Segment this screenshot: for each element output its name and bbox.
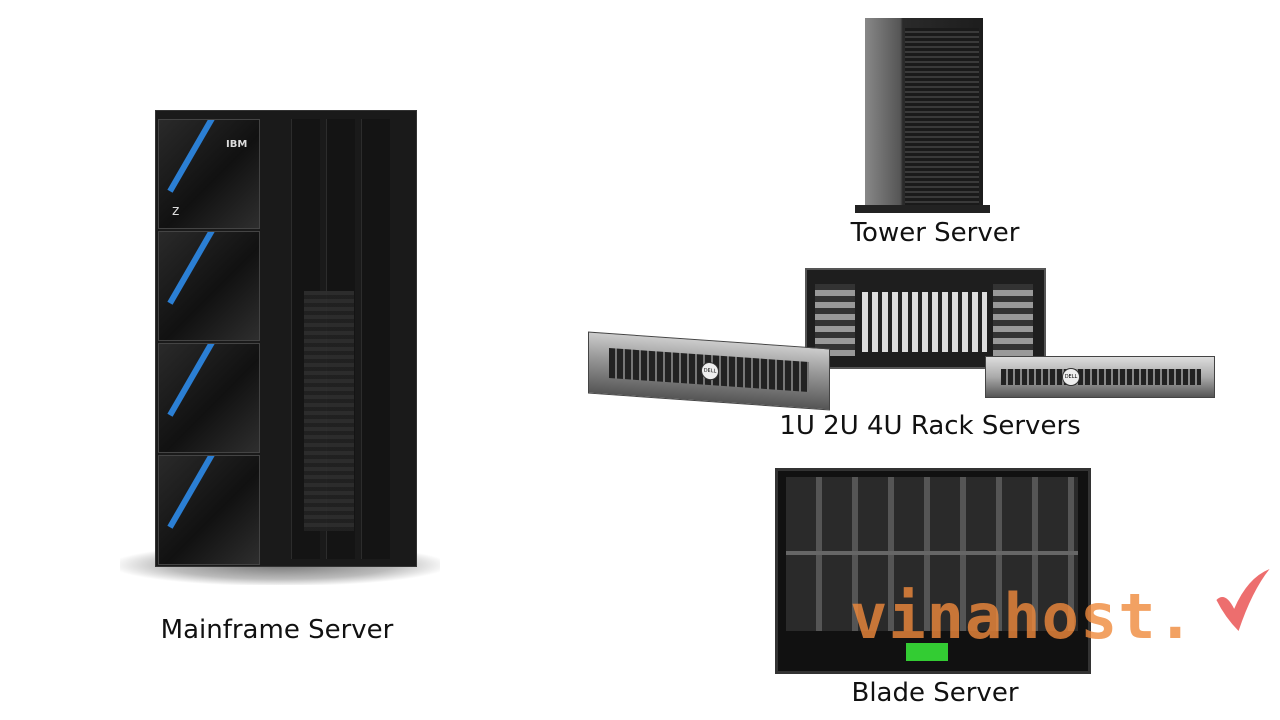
blade-server-image xyxy=(775,468,1091,674)
tower-server-foot xyxy=(855,205,990,213)
rack-server-1u-image: DELL xyxy=(985,356,1215,398)
dell-logo: DELL xyxy=(1062,368,1080,386)
rack-server-2u-image: DELL xyxy=(588,331,830,411)
ibm-logo: IBM xyxy=(226,139,248,150)
checkmark-icon xyxy=(1216,569,1270,631)
vinahost-watermark: vinahost. xyxy=(850,580,1195,653)
mainframe-server-image: IBM z xyxy=(155,110,417,567)
mainframe-server-label: Mainframe Server xyxy=(160,615,394,645)
mainframe-door xyxy=(158,119,260,229)
mainframe-door xyxy=(158,231,260,341)
z-logo: z xyxy=(172,203,180,219)
rack-server-4u-image xyxy=(805,268,1046,369)
mainframe-panel xyxy=(361,119,390,559)
mainframe-side-logo xyxy=(304,291,354,531)
mainframe-door xyxy=(158,455,260,565)
blade-lcd-display xyxy=(906,643,948,661)
tower-server-label: Tower Server xyxy=(850,218,1020,248)
blade-server-label: Blade Server xyxy=(851,678,1019,708)
mainframe-door xyxy=(158,343,260,453)
dell-logo: DELL xyxy=(701,361,719,381)
rack-servers-label: 1U 2U 4U Rack Servers xyxy=(779,411,1081,441)
tower-server-image xyxy=(865,18,983,210)
